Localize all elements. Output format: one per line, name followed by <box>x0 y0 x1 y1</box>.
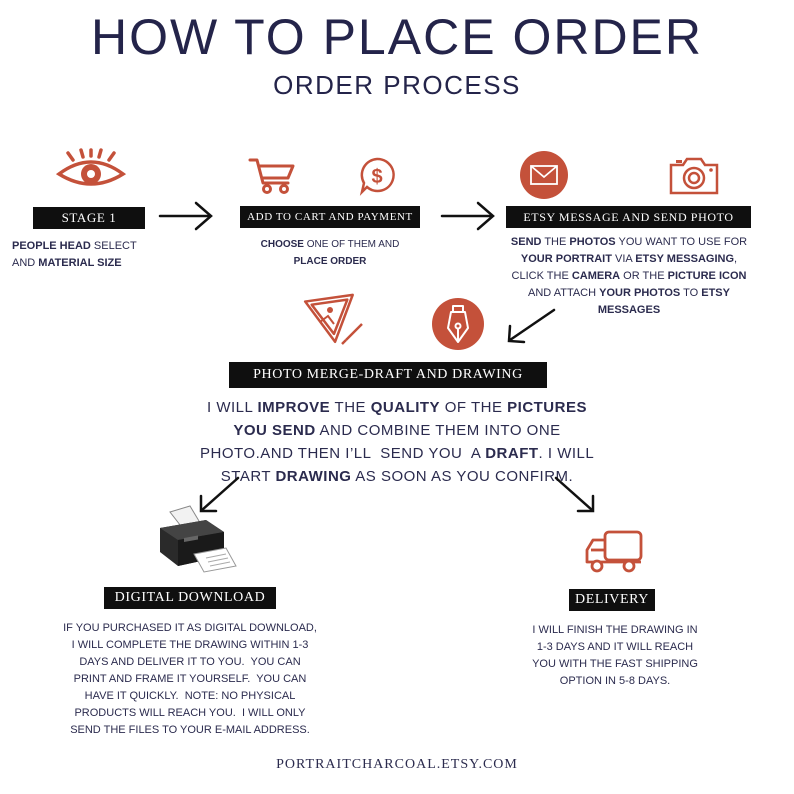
text-line: I WILL COMPLETE THE DRAWING WITHIN 1-3 <box>71 639 309 651</box>
text-line: MESSAGES <box>597 304 661 316</box>
arrow-icon <box>158 201 213 231</box>
stage3-text: SEND THE PHOTOS YOU WANT TO USE FOR YOUR … <box>500 234 758 319</box>
cart-icon <box>248 158 295 194</box>
arrow-icon <box>440 201 495 231</box>
page-subtitle: ORDER PROCESS <box>273 70 521 100</box>
text-line: DAYS AND DELIVER IT TO YOU. YOU CAN <box>79 656 301 668</box>
stage4-label: PHOTO MERGE-DRAFT AND DRAWING <box>229 362 547 388</box>
stage1-text: PEOPLE HEAD SELECT AND MATERIAL SIZE <box>12 238 152 272</box>
text-line: CLICK THE CAMERA OR THE PICTURE ICON <box>511 270 747 282</box>
digital-download-label: DIGITAL DOWNLOAD <box>104 587 276 609</box>
footer-url: PORTRAITCHARCOAL.ETSY.COM <box>276 757 518 772</box>
text-line: SEND THE FILES TO YOUR E-MAIL ADDRESS. <box>70 724 310 736</box>
text-line: IF YOU PURCHASED IT AS DIGITAL DOWNLOAD, <box>63 622 317 634</box>
arrow-icon <box>507 308 556 344</box>
digital-download-text: IF YOU PURCHASED IT AS DIGITAL DOWNLOAD,… <box>40 620 340 739</box>
text-line: OPTION IN 5-8 DAYS. <box>559 675 671 687</box>
text-line: PHOTO.AND THEN I’LL SEND YOU A DRAFT. I … <box>200 445 595 462</box>
delivery-text: I WILL FINISH THE DRAWING IN 1-3 DAYS AND… <box>510 622 720 690</box>
eye-icon <box>55 148 127 186</box>
text-line: PRODUCTS WILL REACH YOU. I WILL ONLY <box>74 707 306 719</box>
arrow-icon <box>199 476 240 513</box>
delivery-label: DELIVERY <box>569 589 655 611</box>
text-line: YOUR PORTRAIT VIA ETSY MESSAGING, <box>520 253 738 265</box>
stage1-label: STAGE 1 <box>33 207 145 229</box>
truck-icon <box>585 530 643 573</box>
svg-text:$: $ <box>371 166 382 188</box>
text-line: PLACE ORDER <box>293 256 367 267</box>
text-line: PEOPLE HEAD SELECT <box>12 240 137 252</box>
text-line: 1-3 DAYS AND IT WILL REACH <box>536 641 694 653</box>
text-line: YOU SEND AND COMBINE THEM INTO ONE <box>233 422 561 439</box>
text-line: AND ATTACH YOUR PHOTOS TO ETSY <box>528 287 730 299</box>
text-line: YOU WITH THE FAST SHIPPING <box>532 658 698 670</box>
stage2-text: CHOOSE ONE OF THEM AND PLACE ORDER <box>235 236 425 270</box>
text-line: AND MATERIAL SIZE <box>12 257 122 269</box>
stage2-label: ADD TO CART AND PAYMENT <box>240 206 420 228</box>
dollar-icon: $ <box>359 157 395 196</box>
stage3-label: ETSY MESSAGE AND SEND PHOTO <box>506 206 751 228</box>
camera-icon <box>669 157 719 195</box>
text-line: CHOOSE ONE OF THEM AND <box>260 239 400 250</box>
mail-icon <box>520 151 568 199</box>
printer-icon <box>160 505 237 573</box>
pen-nib-icon <box>432 298 484 350</box>
drawing-icon <box>303 293 363 345</box>
page-title: HOW TO PLACE ORDER <box>90 9 704 65</box>
stage4-text: I WILL IMPROVE THE QUALITY OF THE PICTUR… <box>200 396 594 488</box>
text-line: PRINT AND FRAME IT YOURSELF. YOU CAN <box>73 673 307 685</box>
text-line: HAVE IT QUICKLY. NOTE: NO PHYSICAL <box>84 690 296 702</box>
arrow-icon <box>554 476 595 513</box>
text-line: I WILL FINISH THE DRAWING IN <box>532 624 698 636</box>
text-line: SEND THE PHOTOS YOU WANT TO USE FOR <box>510 236 748 248</box>
text-line: I WILL IMPROVE THE QUALITY OF THE PICTUR… <box>207 399 587 416</box>
text-line: START DRAWING AS SOON AS YOU CONFIRM. <box>220 468 574 485</box>
